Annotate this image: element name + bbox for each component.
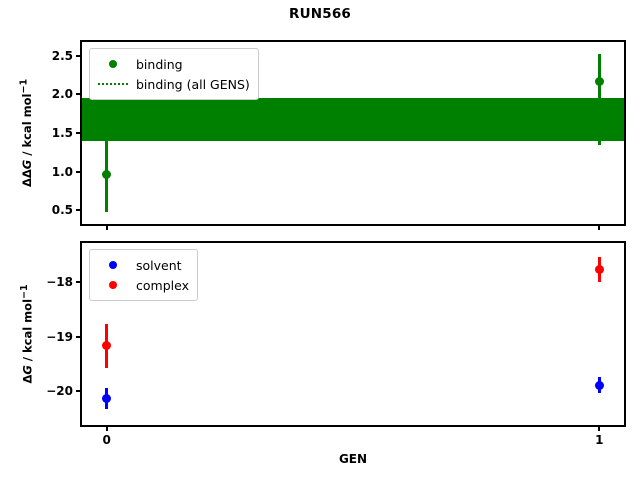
y-tick-mark (75, 390, 80, 393)
bottom-y-axis-label: ΔG / kcal mol−1 (18, 284, 34, 383)
y-tick-mark (75, 93, 80, 96)
legend-label-binding-all-gens: binding (all GENS) (136, 76, 250, 92)
datapoint-binding-gen1 (594, 76, 604, 86)
y-tick-label: −18 (46, 275, 73, 290)
legend-marker-dot-icon (96, 281, 130, 289)
x-tick-mark (598, 226, 601, 231)
top-axes-binding (80, 40, 626, 226)
y-tick-mark (75, 209, 80, 212)
legend-item-solvent[interactable]: solvent (96, 255, 189, 275)
y-tick-label: 2.5 (51, 48, 73, 63)
y-tick-mark (75, 132, 80, 134)
legend-label-solvent: solvent (136, 257, 182, 273)
legend-item-binding[interactable]: binding (96, 54, 250, 74)
y-tick-label: −19 (46, 329, 73, 344)
legend-item-binding-all-gens[interactable]: binding (all GENS) (96, 74, 250, 94)
x-tick-label: 1 (595, 433, 604, 447)
x-tick-label: 0 (102, 433, 111, 447)
x-tick-mark (105, 226, 108, 231)
top-legend[interactable]: binding binding (all GENS) (89, 48, 259, 100)
top-y-axis-label: ΔΔG / kcal mol−1 (18, 79, 34, 187)
x-tick-mark (598, 427, 601, 432)
legend-label-binding: binding (136, 56, 183, 72)
top-y-axis-label-text: ΔΔG / kcal mol−1 (18, 78, 35, 188)
datapoint-complex-gen1 (594, 264, 604, 274)
y-tick-mark (75, 281, 80, 284)
x-tick-mark (105, 427, 108, 432)
y-tick-mark (75, 335, 80, 338)
legend-dotted-line-icon (96, 83, 130, 85)
datapoint-solvent-gen1 (594, 380, 604, 390)
bottom-plot-area (82, 243, 624, 425)
errorbar-binding (597, 54, 601, 145)
datapoint-solvent-gen0 (102, 393, 112, 403)
legend-label-complex: complex (136, 277, 189, 293)
y-tick-label: 2.0 (51, 87, 73, 102)
y-tick-label: 1.5 (51, 126, 73, 140)
x-axis-label: GEN (338, 452, 368, 466)
datapoint-complex-gen0 (102, 341, 112, 351)
y-tick-label: 0.5 (51, 203, 73, 218)
y-tick-label: −20 (46, 384, 73, 399)
y-tick-mark (75, 170, 80, 173)
figure-title: RUN566 (288, 6, 352, 22)
y-tick-mark (75, 54, 80, 57)
top-plot-area (82, 42, 624, 224)
y-tick-label: 1.0 (51, 164, 73, 179)
datapoint-binding-gen0 (102, 170, 112, 180)
legend-marker-dot-icon (96, 60, 130, 68)
bottom-legend[interactable]: solvent complex (89, 249, 198, 301)
binding-all-gens-band (82, 97, 624, 142)
legend-item-complex[interactable]: complex (96, 275, 189, 295)
bottom-y-axis-label-text: ΔG / kcal mol−1 (18, 284, 35, 384)
legend-marker-dot-icon (96, 261, 130, 269)
